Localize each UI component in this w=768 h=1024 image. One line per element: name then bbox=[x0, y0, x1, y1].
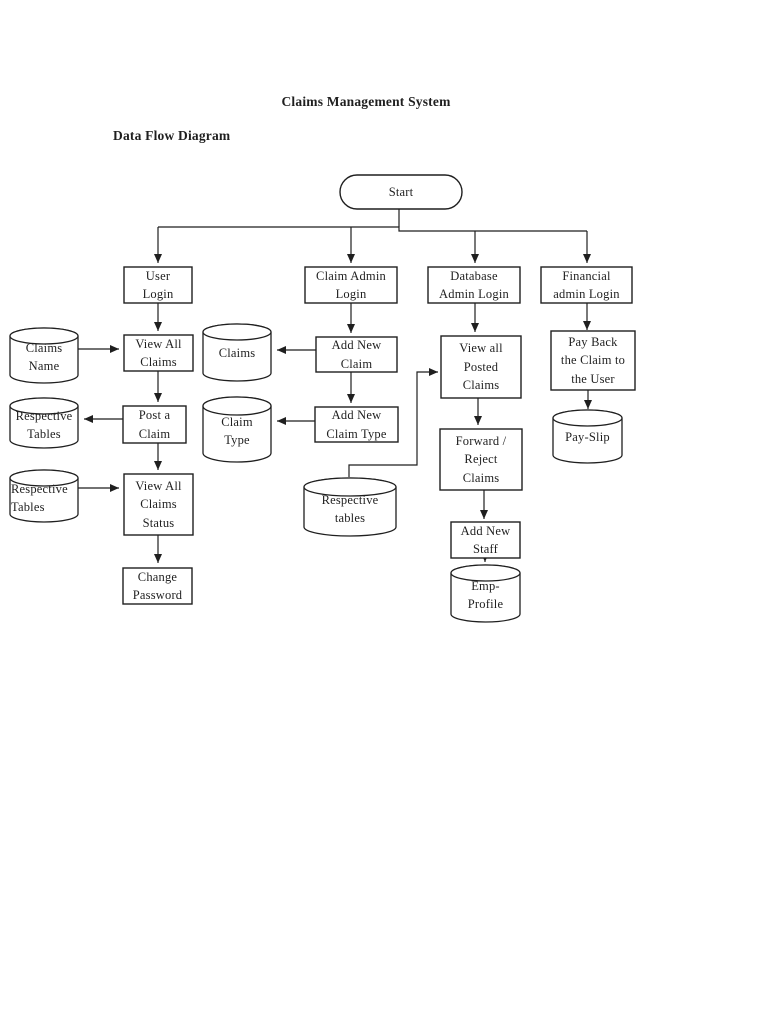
claim-type-datastore bbox=[202, 396, 272, 463]
claims-name-datastore bbox=[9, 327, 79, 384]
claim-admin-login-box bbox=[304, 266, 398, 304]
view-all-claims-box bbox=[123, 334, 194, 372]
view-all-posted-claims-box bbox=[440, 335, 522, 399]
add-new-claim-box bbox=[315, 336, 398, 373]
respective-tables-1-datastore bbox=[9, 397, 79, 449]
diagram-heading: Data Flow Diagram bbox=[113, 128, 231, 143]
forward-reject-claims-box bbox=[439, 428, 523, 491]
claims-datastore bbox=[202, 323, 272, 382]
edge-respectivetablesmid-viewallposted bbox=[348, 368, 438, 477]
document-title: Claims Management System bbox=[281, 94, 451, 109]
database-admin-login-box bbox=[427, 266, 521, 304]
user-login-box bbox=[123, 266, 193, 304]
respective-tables-2-datastore bbox=[9, 469, 79, 523]
edge-trunk-horizontal bbox=[158, 226, 587, 232]
financial-admin-login-box bbox=[540, 266, 633, 304]
respective-tables-mid-datastore bbox=[303, 477, 397, 537]
post-a-claim-box bbox=[122, 405, 187, 444]
change-password-box bbox=[122, 567, 193, 605]
pay-back-box bbox=[550, 330, 636, 391]
start-terminator bbox=[339, 174, 463, 210]
add-new-staff-box bbox=[450, 521, 521, 559]
pay-slip-datastore bbox=[552, 409, 623, 464]
add-new-claim-type-box bbox=[314, 406, 399, 443]
emp-profile-datastore bbox=[450, 564, 521, 623]
view-all-claims-status-box bbox=[123, 473, 194, 536]
